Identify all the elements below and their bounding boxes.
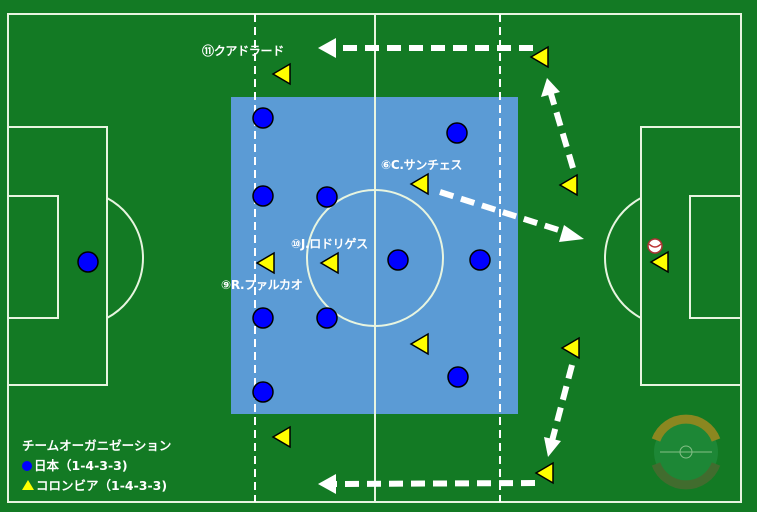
japan-player [77,251,99,273]
colombia-player [271,425,291,449]
player-label-11: ⑪クアドラード [202,44,284,58]
japan-player [252,381,274,403]
japan-player [387,249,409,271]
legend: チームオーガニゼーション 日本（1-4-3-3) コロンビア（1-4-3-3) [22,436,171,496]
colombia-player [534,461,554,485]
legend-japan-label: 日本（1-4-3-3) [34,458,128,473]
circle-icon [22,461,32,471]
arrow-run-up [548,93,576,169]
colombia-player [271,62,291,86]
ball-icon [647,238,663,254]
legend-japan: 日本（1-4-3-3) [22,456,171,476]
japan-player [447,366,469,388]
japan-player [252,307,274,329]
colombia-player [529,45,549,69]
movement-arrows [333,45,576,487]
japan-player [316,186,338,208]
colombia-player [409,172,429,196]
japan-player [252,185,274,207]
pitch-lines [7,13,742,503]
team-colombia [255,45,669,485]
arrow-heads [318,38,584,494]
player-label-6: ⑥C.サンチェス [381,158,463,172]
zone-lines [254,14,501,502]
japan-player [446,122,468,144]
colombia-player [560,336,580,360]
legend-colombia-label: コロンビア（1-4-3-3) [36,478,168,493]
arrow-run-diagonal [439,189,569,236]
arrow-run-left-bottom [333,480,536,487]
team-japan [77,107,491,403]
logo [651,414,721,490]
player-label-9: ⑨R.ファルカオ [221,278,303,292]
colombia-player [649,250,669,274]
colombia-player [409,332,429,356]
japan-player [469,249,491,271]
colombia-player [319,251,339,275]
legend-title: チームオーガニゼーション [22,438,172,453]
colombia-player [558,173,578,197]
arrow-run-down [549,364,575,442]
japan-player [316,307,338,329]
colombia-player [255,251,275,275]
triangle-icon [22,480,34,490]
japan-player [252,107,274,129]
player-label-10: ⑩J.ロドリゲス [291,237,368,251]
legend-colombia: コロンビア（1-4-3-3) [22,476,171,496]
